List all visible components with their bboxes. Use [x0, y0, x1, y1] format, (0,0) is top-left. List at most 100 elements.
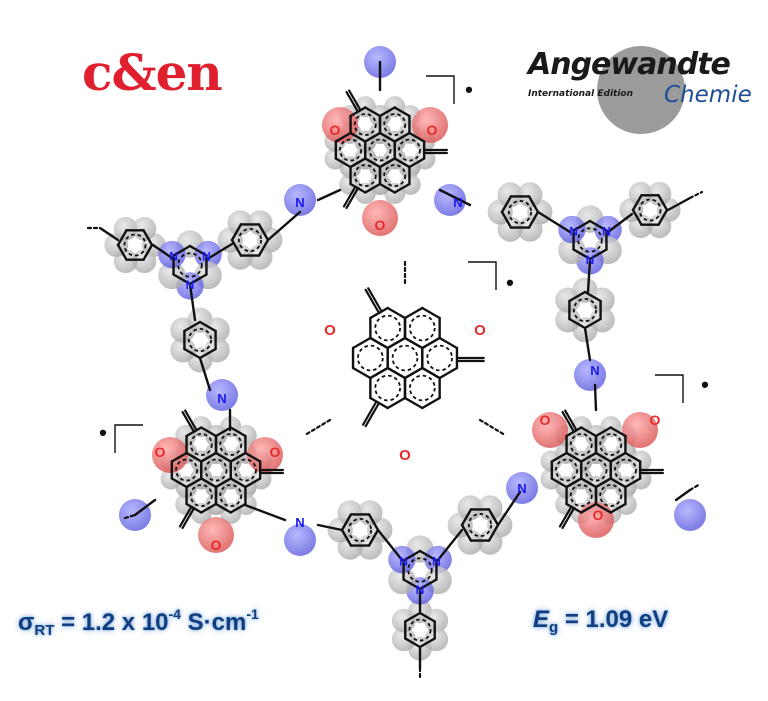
oxygen-atom: O [324, 322, 336, 339]
carbon-sphere [647, 181, 672, 206]
ring-bond [403, 336, 424, 350]
ring-bond [188, 244, 208, 257]
ring-bond [200, 477, 218, 489]
ring-bond [230, 223, 243, 242]
angewandte-chemie: Chemie [664, 82, 752, 108]
ring-bond [334, 157, 352, 169]
triazine-sphere [194, 240, 222, 269]
sigma-subscript: RT [34, 622, 55, 639]
ring-bond [364, 157, 382, 169]
oxygen-sphere [412, 107, 448, 143]
ring-bond [631, 208, 643, 226]
ring-bond [349, 182, 367, 194]
nitrogen-atom: N [569, 225, 578, 239]
ring-bond [594, 451, 612, 463]
aromatic-circle [507, 199, 533, 225]
oxygen-sphere [247, 437, 283, 473]
linker-bond [583, 326, 592, 362]
aromatic-circle [353, 164, 377, 187]
carbon-sphere [357, 500, 383, 526]
carbonyl-bond [184, 409, 197, 431]
ring-bond [418, 549, 438, 562]
ring-bond [185, 502, 203, 514]
ring-bond [369, 366, 389, 380]
ring-bond [572, 248, 592, 261]
linker-bond [674, 488, 692, 502]
oxygen-atom: O [270, 444, 281, 460]
ring-bond [229, 426, 247, 438]
ring-bond [244, 451, 262, 463]
linker-bond [496, 490, 522, 527]
eg-subscript: g [549, 619, 559, 636]
linker-bond [243, 503, 287, 522]
ring-bond [393, 157, 411, 169]
carbonyl-bond [561, 508, 575, 530]
aromatic-circle [374, 374, 401, 402]
aromatic-circle [569, 433, 593, 456]
imine-nitrogen: N [590, 363, 599, 378]
ring-bond [460, 523, 473, 542]
ring-bond [198, 347, 217, 360]
ring-bond [340, 528, 353, 547]
linker-bond [266, 210, 302, 242]
ring-bond [142, 243, 154, 261]
ring-bond [349, 157, 367, 169]
ring-bond [565, 451, 583, 463]
angewandte-logo: Angewandte International Edition Chemie [524, 46, 754, 136]
conductivity-unit: S·cm [180, 609, 247, 636]
angewandte-subtitle: International Edition [528, 89, 634, 99]
nitrogen-atom: N [416, 583, 425, 597]
ring-bond [393, 131, 411, 143]
linker-bond [188, 282, 197, 322]
eg-symbol: E [533, 606, 550, 633]
carbon-sphere [247, 210, 273, 236]
ring-bond [572, 219, 592, 232]
carbon-sphere [391, 627, 416, 652]
ring-bond [364, 131, 382, 143]
nitrogen-atom: N [586, 253, 595, 267]
band-gap-value: = 1.09 eV [558, 606, 669, 633]
radical-dot: • [465, 77, 473, 102]
conductivity-label: σRT = 1.2 x 10-4 S·cm-1 [18, 606, 259, 639]
ring-bond [550, 477, 568, 489]
ring-bond [500, 195, 513, 214]
aromatic-circle [219, 484, 243, 507]
ring-bond [408, 131, 426, 143]
ring-bond [170, 451, 188, 463]
radical-dot: • [99, 420, 107, 445]
radical-bracket [468, 261, 497, 290]
aromatic-circle [391, 344, 419, 372]
bond-skeleton [86, 60, 704, 682]
oxygen-atom: O [650, 412, 661, 428]
ring-bond [214, 426, 232, 438]
aromatic-circle [409, 314, 436, 342]
ring-bond [624, 477, 642, 489]
aromatic-circle [426, 344, 453, 372]
ring-bond [565, 502, 583, 514]
carbonyl-bond [345, 90, 359, 112]
ring-bond [594, 502, 612, 514]
ring-bond [349, 131, 367, 143]
nitrogen-atom: N [202, 250, 211, 264]
linker-bond [316, 523, 344, 532]
ring-bond [408, 157, 426, 169]
oxygen-sphere [532, 412, 568, 448]
imine-nitrogen: N [295, 195, 304, 210]
linker-bond [606, 212, 634, 234]
ring-bond [418, 611, 436, 623]
linker-bond [536, 210, 572, 234]
linker-bond [133, 498, 157, 517]
ring-bond [527, 210, 540, 229]
carbonyl-bond [364, 288, 380, 313]
imine-nitrogen: N [453, 195, 462, 210]
ring-bond [183, 320, 202, 333]
oxygen-sphere [198, 517, 234, 553]
aromatic-circle [368, 138, 392, 162]
unit-exponent: -1 [246, 606, 259, 622]
ring-bond [386, 366, 407, 380]
aromatic-circle [572, 297, 598, 323]
linker-bond [198, 356, 212, 392]
aromatic-circle [408, 618, 432, 642]
ring-bond [214, 477, 232, 489]
